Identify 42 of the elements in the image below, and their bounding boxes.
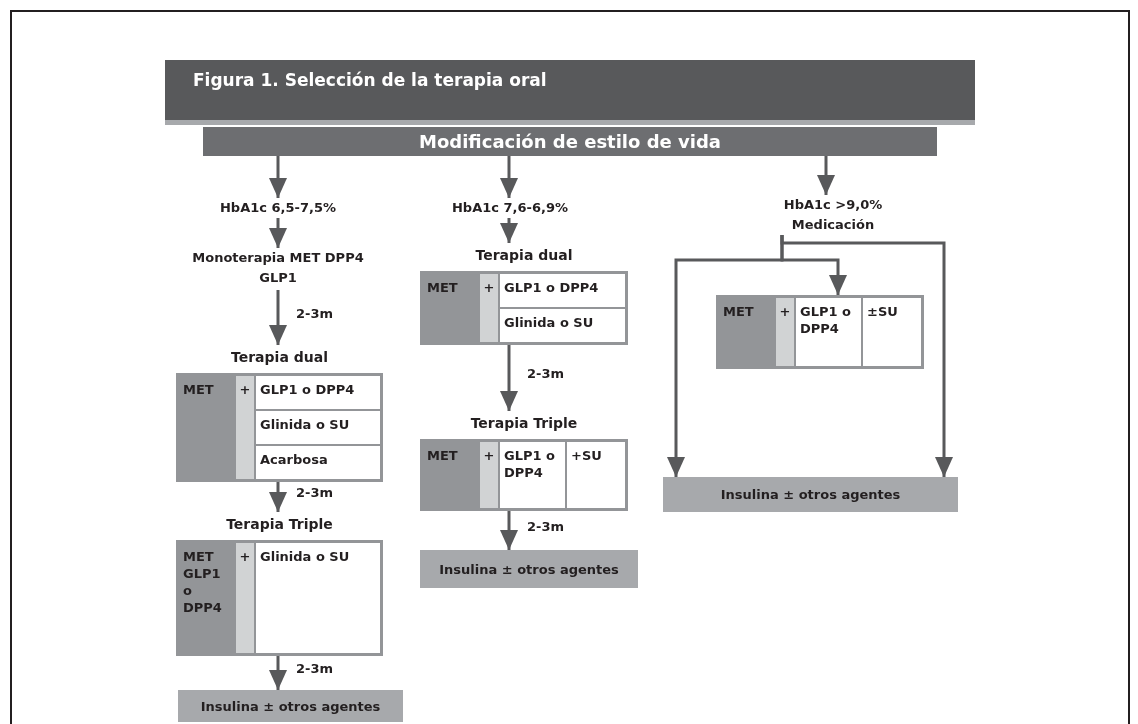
plus-cell: + (480, 442, 498, 508)
table-heading: Terapia dual (474, 246, 574, 265)
plus-cell: + (480, 274, 498, 342)
drug-cell: +SU (567, 442, 625, 508)
drug-cell: GLP1 o DPP4 (796, 298, 861, 366)
drug-cell: Glinida o SU (256, 543, 380, 653)
arrow (500, 345, 518, 411)
drug-cell: GLP1 o DPP4 (256, 376, 380, 409)
outcome-box: Insulina ± otros agentes (178, 690, 403, 722)
arrow (780, 235, 953, 477)
step-text: HbA1c 6,5-7,5% (188, 198, 368, 218)
arrow (817, 156, 835, 195)
arrow (269, 218, 287, 248)
drug-cell: GLP1 o DPP4 (500, 274, 625, 307)
edge-label: 2-3m (294, 485, 336, 500)
drug-cell: ±SU (863, 298, 921, 366)
drug-cell: Glinida o SU (256, 411, 380, 444)
arrow (500, 511, 518, 550)
arrow (269, 482, 287, 512)
drug-cell: GLP1 o DPP4 (500, 442, 565, 508)
arrow (500, 218, 518, 243)
step-text: HbA1c 7,6-6,9% (420, 198, 600, 218)
title-banner: Figura 1. Selección de la terapia oral (165, 60, 975, 125)
edge-label: 2-3m (525, 366, 567, 381)
table-heading: Terapia Triple (469, 414, 579, 433)
plus-cell: + (236, 376, 254, 479)
outcome-box: Insulina ± otros agentes (420, 550, 638, 588)
lifestyle-banner: Modificación de estilo de vida (203, 127, 937, 156)
table-heading: Terapia dual (230, 348, 329, 367)
arrow (269, 656, 287, 690)
outcome-box: Insulina ± otros agentes (663, 477, 958, 512)
step-text: Monoterapia MET DPP4 GLP1 (188, 248, 368, 290)
arrow (269, 290, 287, 345)
table-heading: Terapia Triple (225, 515, 334, 534)
plus-cell: + (776, 298, 794, 366)
drug-cell: Acarbosa (256, 446, 380, 479)
drug-cell: Glinida o SU (500, 309, 625, 342)
step-text: HbA1c >9,0% Medicación (743, 195, 923, 235)
plus-cell: + (236, 543, 254, 653)
arrow (269, 156, 287, 198)
arrow (500, 156, 518, 198)
edge-label: 2-3m (294, 661, 336, 676)
